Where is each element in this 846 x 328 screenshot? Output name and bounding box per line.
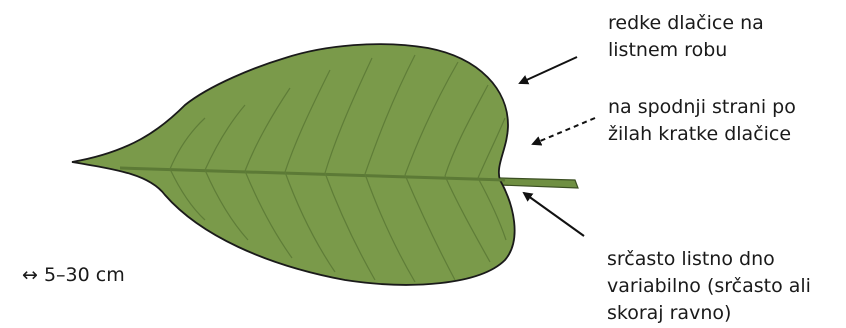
label-line: žilah kratke dlačice <box>608 121 796 148</box>
label-size: ↔ 5–30 cm <box>22 262 125 289</box>
label-line: srčasto listno dno <box>607 246 811 273</box>
label-leaf-base: srčasto listno dno variabilno (srčasto a… <box>607 246 811 327</box>
arrow-vein-hairs <box>533 118 595 144</box>
leaf-petiole <box>500 178 578 188</box>
label-margin-hairs: redke dlačice na listnem robu <box>608 10 764 64</box>
arrow-leaf-base <box>524 193 584 236</box>
label-line: redke dlačice na <box>608 10 764 37</box>
label-line: listnem robu <box>608 37 764 64</box>
label-line: na spodnji strani po <box>608 94 796 121</box>
label-line: skoraj ravno) <box>607 300 811 327</box>
label-vein-hairs: na spodnji strani po žilah kratke dlačic… <box>608 94 796 148</box>
label-line: variabilno (srčasto ali <box>607 273 811 300</box>
arrow-margin-hairs <box>520 57 577 83</box>
